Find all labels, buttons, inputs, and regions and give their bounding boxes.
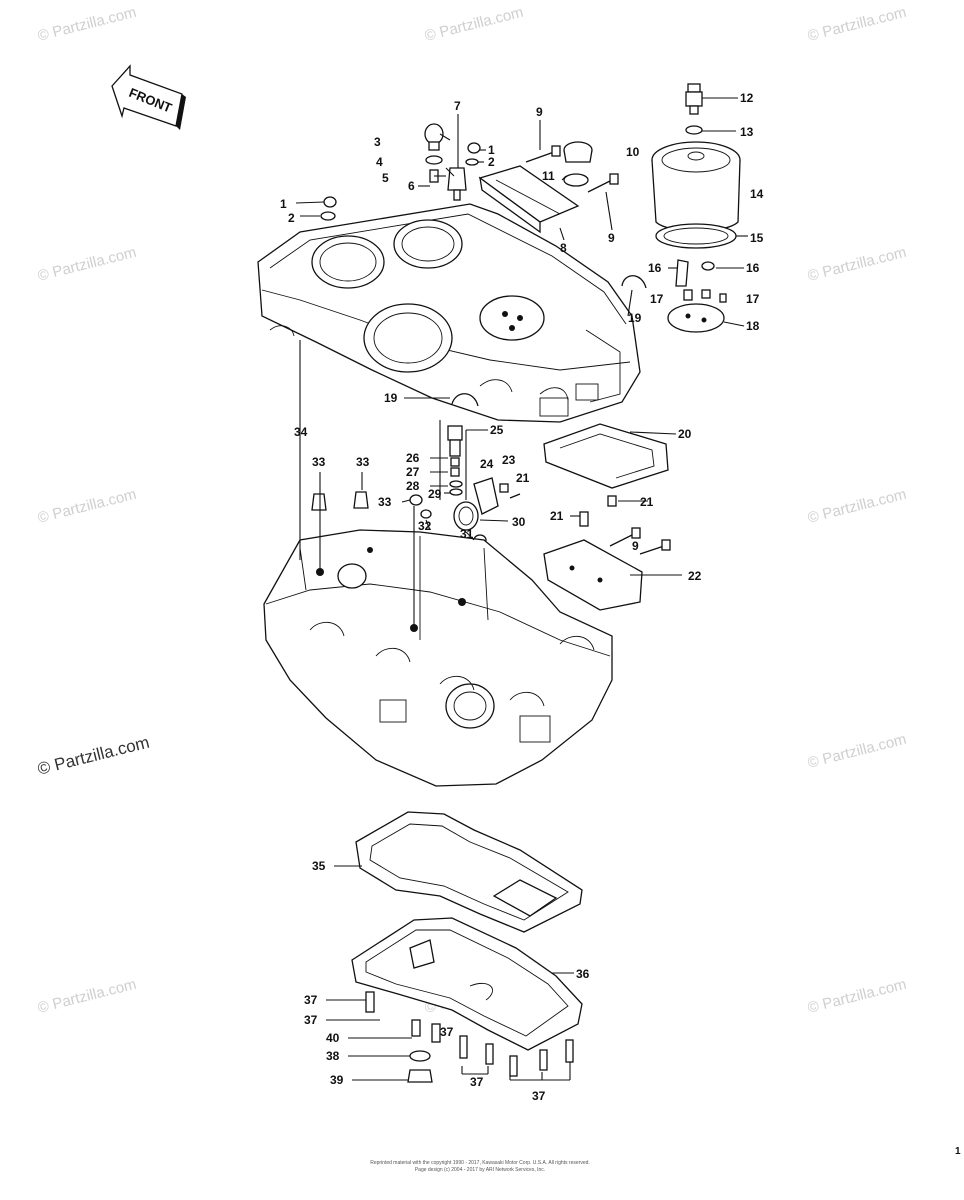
page-number: 1 — [955, 1146, 961, 1157]
callout-label: 19 — [384, 391, 398, 405]
callout-label: 33 — [356, 455, 370, 469]
callout-label: 39 — [330, 1073, 344, 1087]
callout-label: 1 — [280, 197, 287, 211]
guide-plate — [543, 423, 669, 489]
callout-label: 34 — [294, 425, 308, 439]
callout-label: 4 — [376, 155, 383, 169]
callout-label: 22 — [688, 569, 702, 583]
callout-label: 21 — [550, 509, 564, 523]
cover-plate — [543, 539, 643, 611]
filter-plate — [667, 259, 727, 333]
callout-label: 28 — [406, 479, 420, 493]
callout-label: 37 — [440, 1025, 454, 1039]
lower-crankcase — [263, 529, 613, 787]
callout-label: 9 — [608, 231, 615, 245]
breather-plug-parts — [320, 123, 481, 221]
callout-label: 19 — [628, 311, 642, 325]
callout-label: 12 — [740, 91, 754, 105]
callout-label: 30 — [512, 515, 526, 529]
callout-label: 18 — [746, 319, 760, 333]
oil-pipe-assembly — [447, 425, 509, 546]
callout-label: 24 — [480, 457, 494, 471]
callout-label: 6 — [408, 179, 415, 193]
plugs-33 — [311, 491, 432, 519]
callout-label: 8 — [560, 241, 567, 255]
callout-label: 9 — [632, 539, 639, 553]
callout-label: 37 — [532, 1089, 546, 1103]
callout-label: 10 — [626, 145, 640, 159]
oil-pan-gasket — [355, 811, 583, 933]
callout-label: 1 — [488, 143, 495, 157]
callout-label: 16 — [648, 261, 662, 275]
oil-filter — [651, 141, 741, 249]
callout-label: 15 — [750, 231, 764, 245]
callout-label: 21 — [640, 495, 654, 509]
upper-crankcase — [257, 203, 641, 423]
callout-labels: 3 4 5 6 7 1 2 1 2 9 10 11 8 9 12 13 14 1… — [280, 91, 764, 1103]
callout-label: 25 — [490, 423, 504, 437]
callout-label: 33 — [312, 455, 326, 469]
callout-label: 13 — [740, 125, 754, 139]
callout-label: 31 — [460, 527, 474, 541]
copyright-footer: Page design (c) 2004 - 2017 by ARI Netwo… — [414, 1167, 546, 1173]
breather-cover — [478, 165, 580, 234]
callout-label: 3 — [374, 135, 381, 149]
callout-label: 21 — [516, 471, 530, 485]
callout-label: 27 — [406, 465, 420, 479]
callout-label: 5 — [382, 171, 389, 185]
callout-label: 17 — [650, 292, 664, 306]
bolt-9-upper — [525, 145, 619, 193]
callout-label: 7 — [454, 99, 461, 113]
callout-label: 36 — [576, 967, 590, 981]
oil-pan — [351, 917, 583, 1051]
callout-label: 11 — [542, 169, 555, 183]
callout-label: 9 — [536, 105, 543, 119]
clip-19-right — [621, 275, 647, 289]
callout-label: 37 — [470, 1075, 484, 1089]
copyright-footer: Reprinted material with the copyright 19… — [370, 1160, 590, 1166]
callout-label: 23 — [502, 453, 516, 467]
leader-lines — [295, 97, 748, 1081]
callout-label: 2 — [288, 211, 295, 225]
callout-label: 32 — [418, 519, 432, 533]
clip-19-left — [451, 393, 479, 407]
callout-label: 40 — [326, 1031, 340, 1045]
callout-label: 26 — [406, 451, 420, 465]
callout-label: 38 — [326, 1049, 340, 1063]
callout-label: 37 — [304, 1013, 318, 1027]
callout-label: 37 — [304, 993, 318, 1007]
front-arrow-icon: FRONT — [111, 64, 186, 130]
callout-label: 20 — [678, 427, 692, 441]
drain-plug-and-bolts — [365, 991, 574, 1083]
callout-label: 2 — [488, 155, 495, 169]
oil-pressure-switch — [685, 83, 703, 135]
callout-label: 29 — [428, 487, 442, 501]
oil-filler-cap — [563, 141, 593, 187]
callout-label: 35 — [312, 859, 326, 873]
callout-label: 16 — [746, 261, 760, 275]
bolts-lower — [509, 493, 671, 555]
callout-label: 14 — [750, 187, 764, 201]
callout-label: 17 — [746, 292, 760, 306]
callout-label: 33 — [378, 495, 392, 509]
